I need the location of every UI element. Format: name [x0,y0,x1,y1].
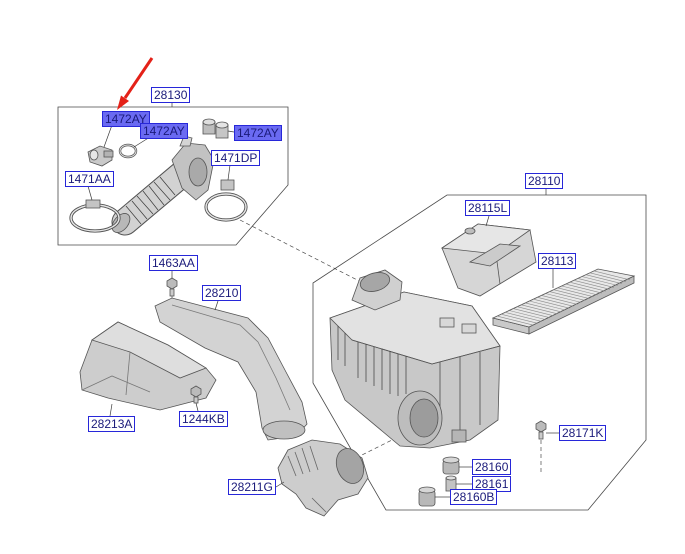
body-ribs [337,326,481,430]
sensor-part [87,145,114,167]
filter-pleat [577,278,614,288]
filter-pleat [533,298,570,309]
mount-collar [445,475,457,492]
filter-pleat [521,304,558,315]
callout-28171K[interactable]: 28171K [559,425,607,441]
air-intake-duct [154,297,308,441]
filter-pleat [553,289,590,299]
callout-28130[interactable]: 28130 [151,87,191,103]
filter-pleat [549,291,586,301]
callout-1472AY-ring[interactable]: 1472AY [140,123,188,139]
leader-lines [87,103,559,498]
filter-pleat [525,302,562,313]
filter-pleat [509,310,546,320]
callout-28160B[interactable]: 28160B [450,489,498,505]
bolt-duct [166,277,178,297]
small-clamp-ring [118,143,138,159]
filter-pleat [593,270,631,281]
callout-1471AA[interactable]: 1471AA [65,171,114,187]
filter-pleat [589,272,626,283]
air-flow-sensor-housing [171,135,215,201]
filter-pleat [573,280,610,290]
filter-pleat [537,297,574,307]
intake-elbow-hose [277,439,369,517]
resonator [79,321,217,411]
air-cleaner-cover [440,223,537,297]
air-cleaner-body [329,269,501,449]
callout-28160[interactable]: 28160 [472,459,512,475]
filter-pleat [557,287,594,298]
callout-28210[interactable]: 28210 [202,285,242,301]
filter-pleat [513,308,550,318]
callout-28115L[interactable]: 28115L [465,200,511,216]
filter-pleat [505,312,542,322]
hose-clamp-large [69,199,121,233]
callout-28113[interactable]: 28113 [538,253,577,269]
filter-pleat [496,315,534,326]
filter-pleat [581,276,618,286]
callout-1244KB[interactable]: 1244KB [179,411,228,427]
mount-insulator-lower [418,486,436,507]
callout-1472AY-sensor[interactable]: 1472AY [102,111,150,127]
assembly-box-air-cleaner [312,194,647,511]
filter-pleat [529,300,566,311]
air-filter-element [491,268,636,335]
bolt-air-cleaner [535,420,547,440]
filter-pleats [496,270,631,326]
corrugated-intake-hose [111,160,196,236]
filter-pleat [585,274,622,284]
filter-pleat [561,285,598,296]
small-cylinder-parts [202,118,229,139]
filter-pleat [541,295,578,305]
filter-pleat [569,281,606,292]
callout-1471DP[interactable]: 1471DP [211,150,261,166]
callout-1472AY-cylinders[interactable]: 1472AY [234,125,282,141]
mount-insulator-upper [442,456,460,475]
callout-28213A[interactable]: 28213A [88,416,136,432]
filter-pleat [545,293,582,303]
filter-pleat [517,306,554,316]
pointer-arrow [117,57,154,110]
hose-clamp-small [204,179,248,222]
callout-28161[interactable]: 28161 [472,476,512,492]
filter-pleat [501,313,538,324]
callout-28211G[interactable]: 28211G [228,479,276,495]
assembly-box-intake [57,106,289,246]
callout-1463AA[interactable]: 1463AA [149,255,198,271]
callout-28110[interactable]: 28110 [525,173,564,189]
filter-pleat [565,283,602,294]
